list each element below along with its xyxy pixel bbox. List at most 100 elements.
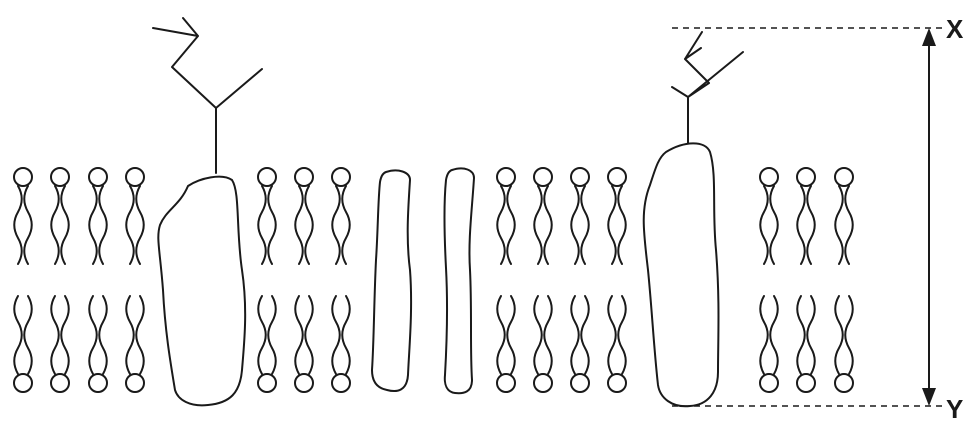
phosphate-head <box>88 373 108 393</box>
phosphate-head <box>533 373 553 393</box>
phosphate-head <box>331 167 351 187</box>
phospholipid-bilayer <box>13 167 854 393</box>
phosphate-head <box>607 373 627 393</box>
phospholipid-upper <box>533 167 553 265</box>
fatty-acid-tail <box>88 295 98 375</box>
phospholipid-lower <box>125 295 145 393</box>
phosphate-head <box>570 167 590 187</box>
phosphate-head <box>88 167 108 187</box>
phospholipid-upper <box>88 167 108 265</box>
phosphate-head <box>331 373 351 393</box>
phosphate-head <box>834 373 854 393</box>
fatty-acid-tail <box>759 295 769 375</box>
carbohydrate-chain-right <box>671 31 744 144</box>
fatty-acid-tail <box>98 295 108 375</box>
phospholipid-lower <box>759 295 779 393</box>
fatty-acid-tail <box>135 295 145 375</box>
phospholipid-upper <box>50 167 70 265</box>
phosphate-head <box>759 373 779 393</box>
fatty-acid-tail <box>533 295 543 375</box>
phosphate-head <box>13 167 33 187</box>
fatty-acid-tail <box>806 185 816 265</box>
phospholipid-upper <box>294 167 314 265</box>
fatty-acid-tail <box>135 185 145 265</box>
phosphate-head <box>294 167 314 187</box>
fatty-acid-tail <box>257 185 267 265</box>
phosphate-head <box>796 373 816 393</box>
fatty-acid-tail <box>580 185 590 265</box>
fatty-acid-tail <box>13 295 23 375</box>
fatty-acid-tail <box>570 295 580 375</box>
fatty-acid-tail <box>496 295 506 375</box>
fatty-acid-tail <box>98 185 108 265</box>
fatty-acid-tail <box>304 295 314 375</box>
fatty-acid-tail <box>506 295 516 375</box>
fatty-acid-tail <box>267 295 277 375</box>
fatty-acid-tail <box>60 185 70 265</box>
fatty-acid-tail <box>806 295 816 375</box>
fatty-acid-tail <box>294 295 304 375</box>
fatty-acid-tail <box>50 185 60 265</box>
integral-protein-right <box>642 142 720 408</box>
phospholipid-lower <box>88 295 108 393</box>
phosphate-head <box>125 167 145 187</box>
phosphate-head <box>257 167 277 187</box>
phospholipid-upper <box>570 167 590 265</box>
carbohydrate-chain-left <box>152 17 263 174</box>
fatty-acid-tail <box>834 295 844 375</box>
fatty-acid-tail <box>617 185 627 265</box>
fatty-acid-tail <box>496 185 506 265</box>
phosphate-head <box>570 373 590 393</box>
phospholipid-lower <box>834 295 854 393</box>
fatty-acid-tail <box>543 295 553 375</box>
phosphate-head <box>50 373 70 393</box>
fatty-acid-tail <box>617 295 627 375</box>
fatty-acid-tail <box>125 185 135 265</box>
fatty-acid-tail <box>341 185 351 265</box>
fatty-acid-tail <box>533 185 543 265</box>
label-x: X <box>946 14 964 44</box>
fatty-acid-tail <box>796 295 806 375</box>
phospholipid-upper <box>834 167 854 265</box>
phospholipid-lower <box>496 295 516 393</box>
fatty-acid-tail <box>796 185 806 265</box>
fatty-acid-tail <box>60 295 70 375</box>
fatty-acid-tail <box>506 185 516 265</box>
phosphate-head <box>125 373 145 393</box>
phosphate-head <box>50 167 70 187</box>
channel-protein-1 <box>371 169 413 393</box>
phospholipid-lower <box>331 295 351 393</box>
phospholipid-upper <box>331 167 351 265</box>
label-y: Y <box>946 394 963 424</box>
phosphate-head <box>759 167 779 187</box>
fatty-acid-tail <box>331 295 341 375</box>
phosphate-head <box>496 167 516 187</box>
fatty-acid-tail <box>844 295 854 375</box>
fatty-acid-tail <box>759 185 769 265</box>
integral-protein-left <box>157 175 247 407</box>
fatty-acid-tail <box>267 185 277 265</box>
phospholipid-upper <box>496 167 516 265</box>
phospholipid-upper <box>759 167 779 265</box>
fatty-acid-tail <box>607 185 617 265</box>
phospholipid-lower <box>607 295 627 393</box>
phosphate-head <box>13 373 33 393</box>
phospholipid-upper <box>125 167 145 265</box>
fatty-acid-tail <box>543 185 553 265</box>
fatty-acid-tail <box>23 185 33 265</box>
fatty-acid-tail <box>769 185 779 265</box>
fatty-acid-tail <box>88 185 98 265</box>
phosphate-head <box>834 167 854 187</box>
phospholipid-upper <box>796 167 816 265</box>
phospholipid-lower <box>13 295 33 393</box>
fatty-acid-tail <box>844 185 854 265</box>
phospholipid-upper <box>607 167 627 265</box>
fatty-acid-tail <box>580 295 590 375</box>
glycoprotein-right <box>642 31 744 408</box>
glycoprotein-left <box>152 17 263 407</box>
fatty-acid-tail <box>50 295 60 375</box>
fatty-acid-tail <box>570 185 580 265</box>
phospholipid-lower <box>294 295 314 393</box>
fatty-acid-tail <box>294 185 304 265</box>
